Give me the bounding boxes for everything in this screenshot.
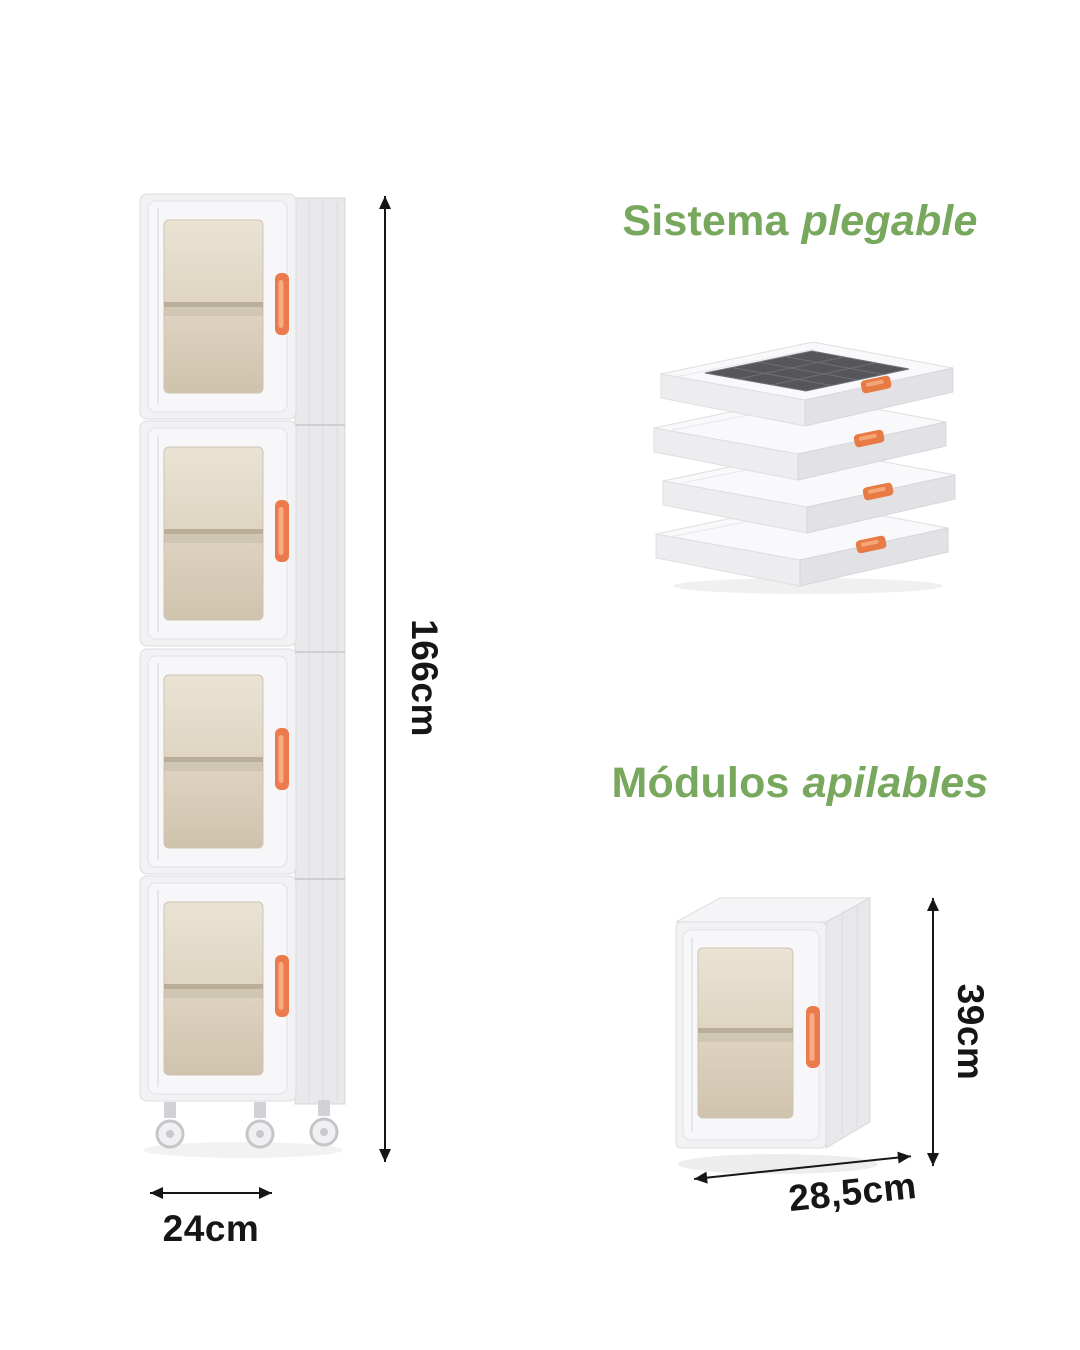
tall-cabinet-illustration xyxy=(139,193,346,1158)
module-height-dimension-label: 39cm xyxy=(950,983,991,1081)
module-depth-dimension-label: 28,5cm xyxy=(786,1164,919,1220)
caster-wheel-icon xyxy=(245,1102,275,1149)
caster-wheel-icon xyxy=(155,1102,185,1149)
caster-wheel-icon xyxy=(309,1100,339,1147)
height-dimension-arrow xyxy=(384,196,386,1162)
foldable-title-main: Sistema xyxy=(622,197,789,245)
single-module-illustration xyxy=(675,897,878,1174)
foldable-title-accent: plegable xyxy=(801,197,978,245)
module-height-dimension-arrow xyxy=(932,898,934,1166)
folded-stack-illustration xyxy=(653,341,956,594)
stackable-title-main: Módulos xyxy=(611,759,790,807)
width-dimension-label: 24cm xyxy=(162,1208,260,1249)
mesh-lid-icon xyxy=(704,350,910,392)
height-dimension-label: 166cm xyxy=(404,619,445,737)
stackable-title-accent: apilables xyxy=(802,759,989,807)
width-dimension-arrow xyxy=(150,1192,272,1194)
